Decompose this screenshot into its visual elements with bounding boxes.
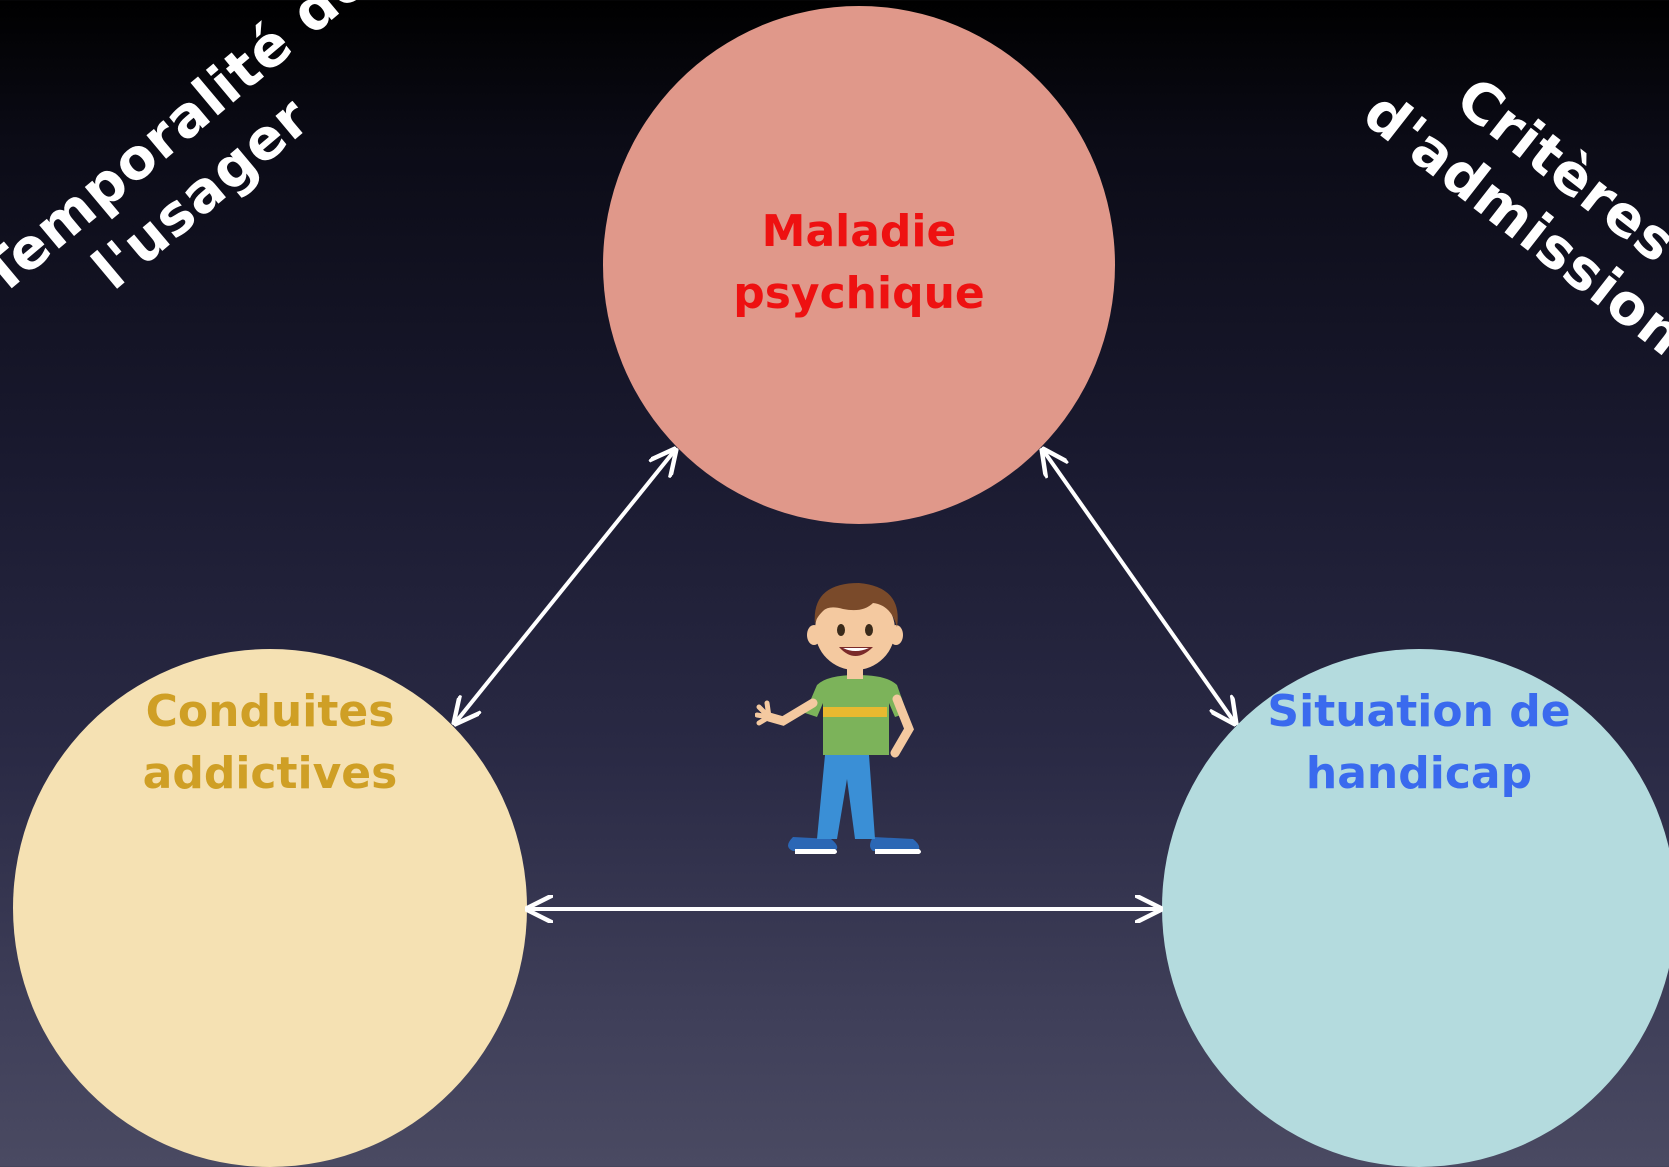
corner-label-left: Temporalité de l'usager [0,0,392,362]
circle-conduites-addictives-label: Conduites addictives [142,686,398,799]
circle-conduites-addictives: Conduites addictives [13,649,527,1167]
circle-maladie-psychique: Maladie psychique [603,6,1115,524]
arrow-top-left [455,450,675,723]
arrow-top-right [1043,450,1235,723]
waving-boy-icon [755,583,921,854]
circle-maladie-psychique-label: Maladie psychique [733,205,985,319]
circle-situation-handicap: Situation de handicap [1162,649,1669,1167]
circle-situation-handicap-label: Situation de handicap [1267,686,1571,799]
corner-label-right: Critères d'admission [1330,9,1669,387]
